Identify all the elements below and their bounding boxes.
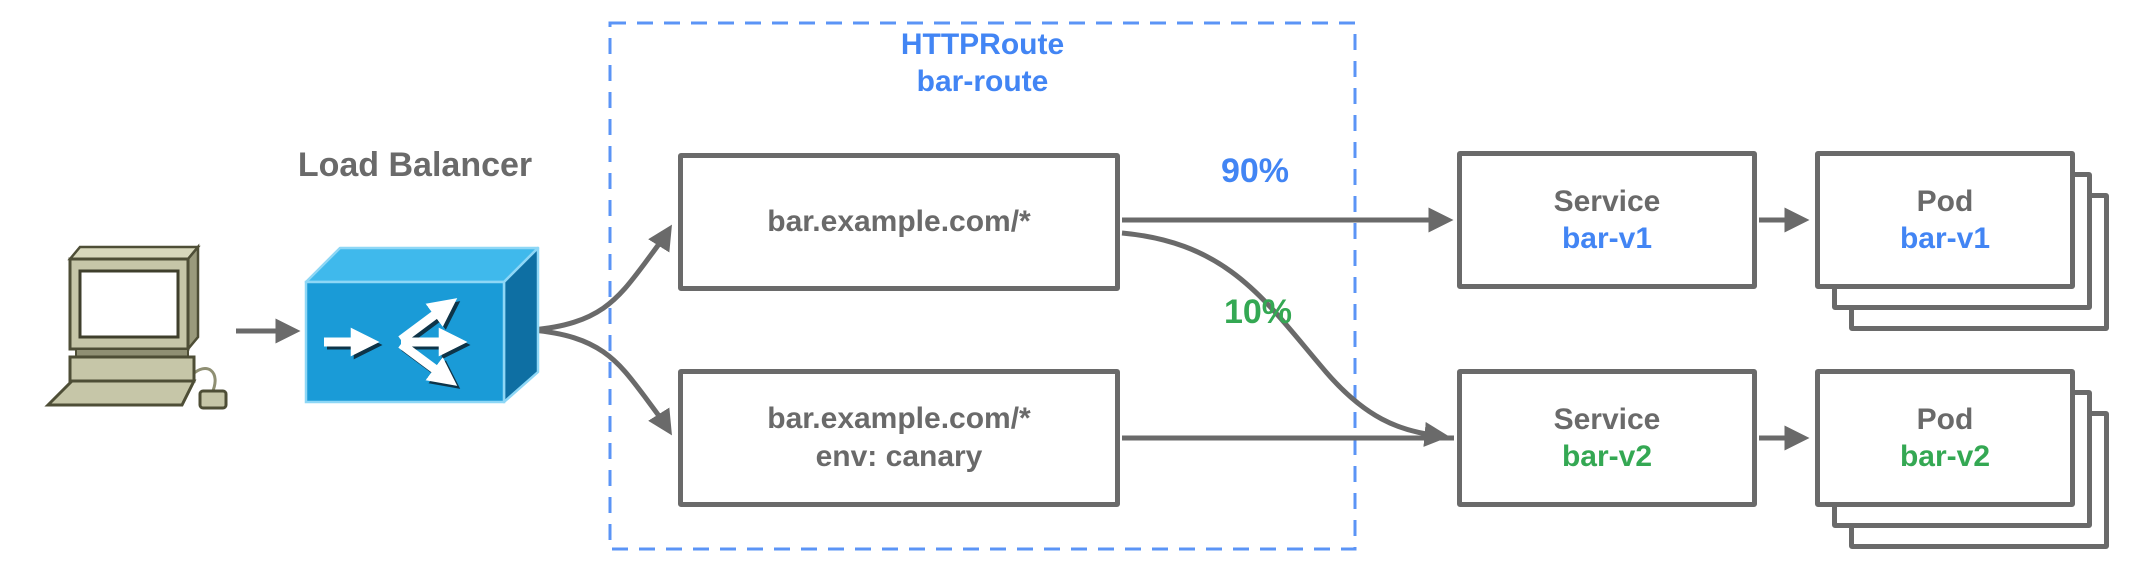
service-kind-label: Service (1553, 403, 1661, 436)
arrow-load-balancer-to-rule1 (531, 224, 672, 333)
traffic-weight-10-label: 10% (1223, 293, 1293, 331)
service-bar-v1-box: Service bar-v1 (1457, 151, 1757, 289)
route-rule-canary-header: env: canary (815, 440, 983, 473)
pod-bar-v2-stack: Pod bar-v2 (1815, 369, 2109, 549)
pod-bar-v2-box: Pod bar-v2 (1815, 369, 2075, 507)
pod-bar-v1-stack: Pod bar-v1 (1815, 151, 2109, 331)
traffic-weight-90-label: 90% (1220, 152, 1290, 190)
client-computer-icon (42, 243, 237, 416)
service-name-label: bar-v1 (1561, 222, 1653, 255)
pod-bar-v1-box: Pod bar-v1 (1815, 151, 2075, 289)
pod-kind-label: Pod (1916, 185, 1974, 218)
route-rule-canary-box: bar.example.com/* env: canary (678, 369, 1120, 507)
route-rule-canary-match: bar.example.com/* (767, 402, 1031, 435)
arrow-load-balancer-to-rule2 (531, 327, 672, 436)
httproute-name-label: bar-route (916, 65, 1049, 98)
pod-kind-label: Pod (1916, 403, 1974, 436)
service-bar-v2-box: Service bar-v2 (1457, 369, 1757, 507)
httproute-dashed-container (608, 21, 1357, 551)
service-name-label: bar-v2 (1561, 440, 1653, 473)
route-rule-primary-box: bar.example.com/* (678, 153, 1120, 291)
load-balancer-icon (298, 238, 542, 411)
pod-name-label: bar-v2 (1899, 440, 1991, 473)
httproute-kind-label: HTTPRoute (900, 28, 1065, 61)
arrow-rule1-to-service-v2-10pct (1121, 230, 1450, 447)
pod-name-label: bar-v1 (1899, 222, 1991, 255)
load-balancer-label: Load Balancer (297, 146, 533, 184)
service-kind-label: Service (1553, 185, 1661, 218)
httproute-title: HTTPRoute bar-route (610, 26, 1355, 100)
route-rule-primary-match: bar.example.com/* (767, 205, 1031, 238)
